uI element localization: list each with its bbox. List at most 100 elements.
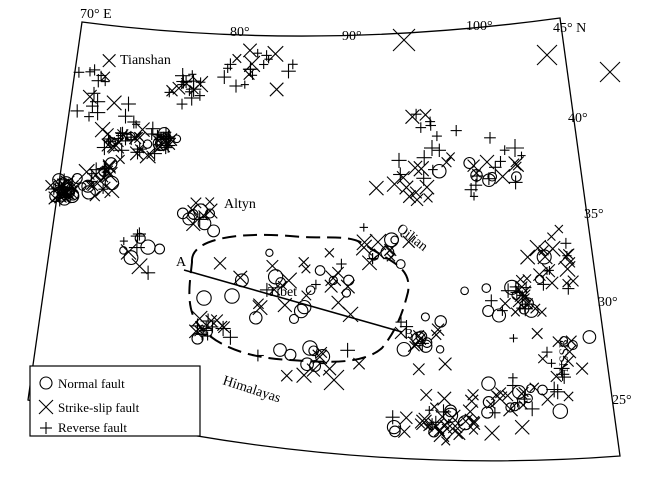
reverse-fault-marker bbox=[259, 282, 274, 297]
reverse-fault-marker bbox=[147, 146, 162, 161]
strike-slip-fault-marker bbox=[438, 357, 452, 371]
reverse-fault-marker bbox=[524, 401, 540, 417]
normal-fault-marker bbox=[524, 303, 539, 318]
fault-markers bbox=[45, 28, 621, 446]
normal-fault-marker bbox=[265, 248, 274, 257]
strike-slip-fault-marker bbox=[419, 179, 435, 195]
normal-fault-marker bbox=[154, 243, 166, 255]
reverse-fault-marker bbox=[425, 418, 439, 432]
strike-slip-fault-marker bbox=[559, 260, 576, 277]
strike-slip-fault-marker bbox=[134, 131, 146, 144]
legend: Normal fault Strike-slip fault Reverse f… bbox=[29, 365, 201, 437]
strike-slip-fault-marker bbox=[322, 361, 337, 376]
reverse-fault-marker bbox=[91, 74, 105, 88]
strike-slip-fault-marker bbox=[402, 235, 416, 249]
normal-fault-marker bbox=[487, 171, 498, 182]
reverse-fault-marker bbox=[118, 108, 133, 124]
normal-fault-marker bbox=[308, 345, 320, 357]
strike-slip-fault-marker bbox=[301, 290, 312, 301]
reverse-fault-marker bbox=[500, 283, 516, 298]
strike-slip-fault-marker bbox=[194, 325, 206, 337]
normal-fault-marker bbox=[267, 269, 284, 285]
normal-fault-marker bbox=[300, 357, 314, 372]
normal-fault-marker bbox=[457, 415, 473, 431]
strike-slip-fault-marker bbox=[361, 255, 378, 271]
strike-slip-fault-marker bbox=[166, 84, 178, 97]
strike-slip-fault-marker bbox=[331, 295, 346, 310]
strike-slip-fault-marker bbox=[280, 272, 298, 289]
reverse-fault-marker bbox=[88, 64, 101, 76]
reverse-fault-marker bbox=[242, 61, 259, 77]
reverse-fault-marker bbox=[367, 253, 379, 265]
strike-slip-fault-marker bbox=[369, 233, 387, 251]
strike-slip-fault-marker bbox=[396, 170, 410, 185]
reverse-fault-marker bbox=[546, 381, 563, 398]
reverse-fault-marker bbox=[200, 313, 216, 329]
reverse-fault-marker bbox=[517, 290, 528, 301]
strike-slip-fault-marker bbox=[510, 158, 520, 168]
reverse-fault-marker bbox=[121, 96, 136, 112]
reverse-fault-marker bbox=[145, 128, 158, 140]
normal-fault-marker bbox=[305, 285, 316, 296]
normal-fault-marker bbox=[481, 283, 492, 293]
strike-slip-fault-marker bbox=[554, 224, 564, 234]
normal-fault-marker bbox=[288, 313, 300, 324]
strike-slip-fault-marker bbox=[115, 154, 125, 165]
reverse-fault-marker bbox=[484, 132, 496, 144]
reverse-fault-marker bbox=[104, 135, 117, 148]
strike-slip-fault-marker bbox=[412, 363, 425, 376]
strike-slip-fault-marker bbox=[100, 71, 111, 82]
reverse-fault-marker bbox=[73, 66, 85, 78]
label-himalayas: Himalayas bbox=[221, 374, 283, 407]
normal-fault-marker bbox=[134, 232, 146, 244]
strike-slip-fault-marker bbox=[189, 84, 199, 95]
strike-slip-fault-marker bbox=[567, 275, 579, 287]
normal-fault-marker bbox=[442, 407, 459, 423]
reverse-fault-marker bbox=[431, 131, 442, 142]
reverse-fault-marker bbox=[87, 168, 97, 179]
strike-slip-fault-marker bbox=[446, 152, 456, 162]
reverse-fault-marker bbox=[509, 334, 518, 343]
legend-strike-slip-label: Strike-slip fault bbox=[58, 400, 140, 415]
strike-slip-fault-marker bbox=[205, 314, 218, 327]
strike-slip-fault-marker bbox=[545, 276, 559, 290]
normal-fault-marker bbox=[142, 139, 153, 149]
reverse-fault-marker bbox=[130, 229, 145, 243]
strike-slip-fault-marker bbox=[45, 179, 57, 192]
normal-fault-marker bbox=[582, 330, 597, 344]
reverse-fault-marker bbox=[98, 184, 108, 194]
strike-slip-fault-marker bbox=[94, 121, 111, 138]
legend-strike-slip-symbol bbox=[38, 399, 54, 415]
strike-slip-fault-marker bbox=[537, 307, 547, 317]
normal-fault-marker bbox=[249, 311, 263, 325]
strike-slip-fault-marker bbox=[409, 340, 420, 352]
normal-fault-marker bbox=[460, 286, 469, 296]
normal-fault-marker bbox=[537, 384, 548, 396]
reverse-fault-marker bbox=[85, 67, 95, 77]
strike-slip-fault-marker bbox=[101, 166, 118, 183]
label-nssb: NSSB bbox=[556, 339, 571, 372]
profile-label-a: A bbox=[176, 255, 187, 270]
normal-fault-marker bbox=[293, 303, 309, 319]
strike-slip-fault-marker bbox=[416, 414, 432, 431]
strike-slip-fault-marker bbox=[323, 369, 345, 391]
reverse-fault-marker bbox=[336, 258, 347, 270]
reverse-fault-marker bbox=[450, 125, 462, 137]
strike-slip-fault-marker bbox=[547, 232, 556, 241]
strike-slip-fault-marker bbox=[252, 298, 264, 310]
label-70e: 70° E bbox=[80, 7, 112, 22]
normal-fault-marker bbox=[470, 169, 483, 182]
normal-fault-marker bbox=[384, 232, 399, 248]
normal-fault-marker bbox=[434, 315, 447, 328]
reverse-fault-marker bbox=[545, 266, 554, 275]
legend-reverse-fault-label: Reverse fault bbox=[58, 420, 127, 435]
normal-fault-marker bbox=[224, 288, 240, 304]
normal-fault-marker bbox=[463, 156, 476, 170]
normal-fault-marker bbox=[552, 403, 569, 419]
reverse-fault-marker bbox=[410, 108, 422, 120]
normal-fault-marker bbox=[386, 419, 402, 435]
reverse-fault-marker bbox=[516, 304, 525, 313]
strike-slip-fault-marker bbox=[599, 61, 621, 83]
normal-fault-marker bbox=[308, 359, 322, 373]
